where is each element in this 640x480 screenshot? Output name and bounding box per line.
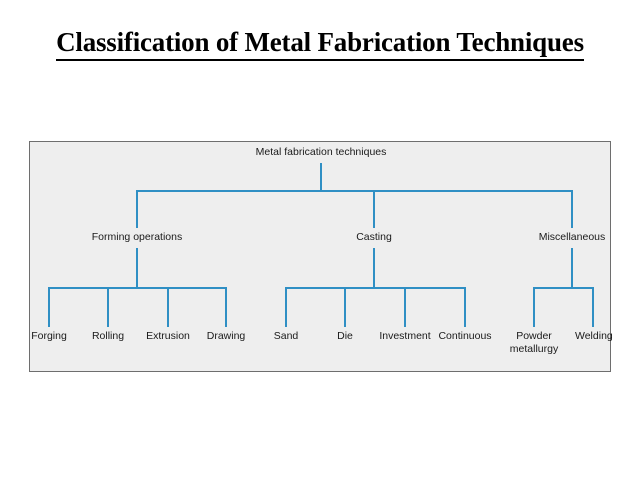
- leaf-node-continuous: Continuous: [438, 330, 492, 342]
- leaf-node-sand: Sand: [273, 330, 299, 342]
- connector-forming-down-stem: [136, 248, 138, 288]
- connector-forming-leaf-bar: [48, 287, 226, 289]
- branch-node-forming-operations: Forming operations: [91, 231, 183, 243]
- leaf-node-rolling: Rolling: [91, 330, 125, 342]
- leaf-node-extrusion: Extrusion: [146, 330, 190, 342]
- connector-leaf-die-stem: [344, 287, 346, 327]
- connector-branch-miscellaneous-stem: [571, 190, 573, 228]
- connector-leaf-investment-stem: [404, 287, 406, 327]
- connector-leaf-welding-stem: [592, 287, 594, 327]
- leaf-node-welding: Welding: [575, 330, 613, 342]
- connector-leaf-rolling-stem: [107, 287, 109, 327]
- leaf-node-powder-metallurgy: Powder metallurgy: [509, 330, 559, 355]
- page-title-text: Classification of Metal Fabrication Tech…: [56, 27, 584, 61]
- leaf-node-investment: Investment: [379, 330, 431, 342]
- root-node-metal-fabrication-techniques: Metal fabrication techniques: [255, 146, 387, 158]
- connector-leaf-forging-stem: [48, 287, 50, 327]
- connector-casting-down-stem: [373, 248, 375, 288]
- connector-branch-casting-stem: [373, 190, 375, 228]
- connector-misc-leaf-bar: [533, 287, 593, 289]
- connector-leaf-sand-stem: [285, 287, 287, 327]
- leaf-node-die: Die: [337, 330, 353, 342]
- leaf-node-drawing: Drawing: [206, 330, 246, 342]
- branch-node-casting: Casting: [356, 231, 392, 243]
- leaf-node-forging: Forging: [31, 330, 67, 342]
- connector-root-stem: [320, 163, 322, 191]
- connector-leaf-extrusion-stem: [167, 287, 169, 327]
- connector-leaf-continuous-stem: [464, 287, 466, 327]
- connector-level1-bar: [136, 190, 573, 192]
- connector-leaf-powder-metallurgy-stem: [533, 287, 535, 327]
- branch-node-miscellaneous: Miscellaneous: [538, 231, 606, 243]
- connector-casting-leaf-bar: [285, 287, 465, 289]
- connector-branch-forming-stem: [136, 190, 138, 228]
- connector-leaf-drawing-stem: [225, 287, 227, 327]
- page-title: Classification of Metal Fabrication Tech…: [0, 26, 640, 61]
- connector-misc-down-stem: [571, 248, 573, 288]
- classification-diagram: Metal fabrication techniques Forming ope…: [29, 141, 613, 372]
